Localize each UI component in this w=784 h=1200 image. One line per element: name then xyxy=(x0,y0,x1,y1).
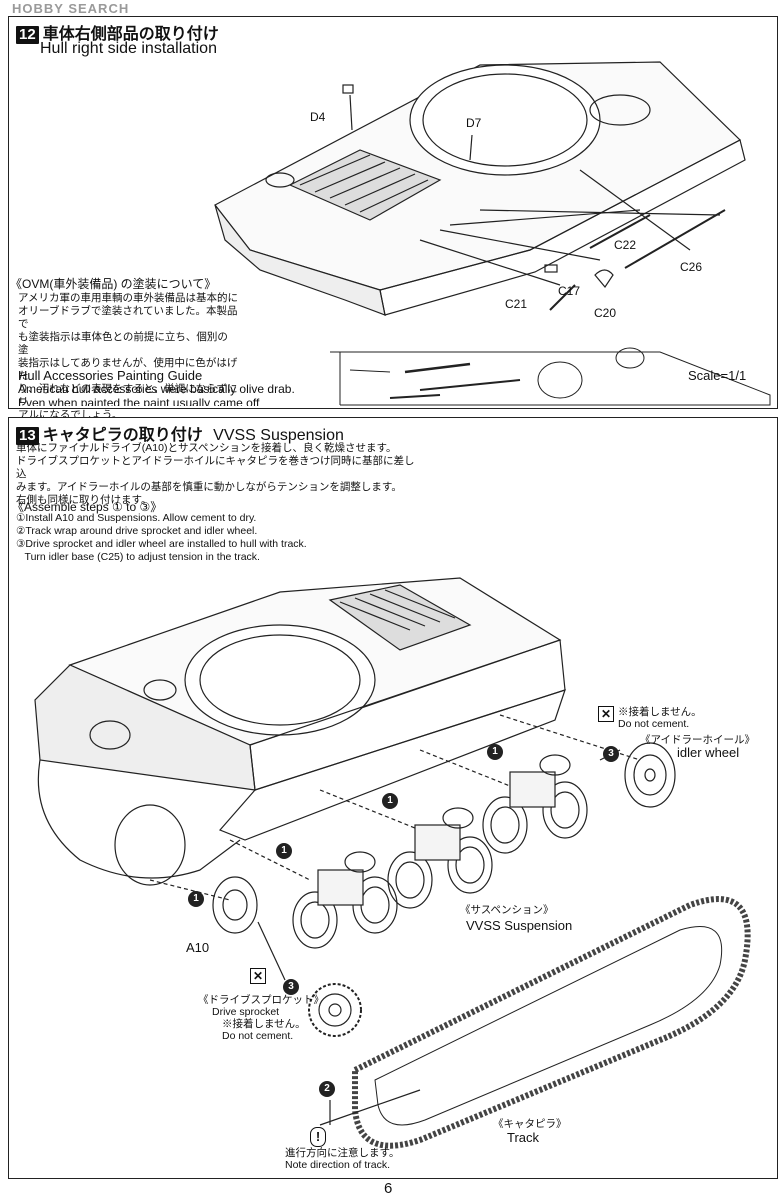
no-cement-icon: ✕ xyxy=(598,706,614,722)
sprocket-no-cement-jp: ※接着しません。 xyxy=(222,1018,306,1030)
step-marker-3: 3 xyxy=(283,979,299,995)
ovm-jp-text: アメリカ軍の車用車輌の車外装備品は基本的に オリーブドラブで塗装されていました。… xyxy=(18,292,238,422)
watermark: HOBBY SEARCH xyxy=(12,1,130,16)
step-marker-1: 1 xyxy=(276,843,292,859)
step-marker-2: 2 xyxy=(319,1081,335,1097)
track-label-en: Track xyxy=(507,1130,540,1145)
idler-label-jp: 《アイドラーホイール》 xyxy=(640,734,755,746)
ovm-heading: 《OVM(車外装備品) の塗装について》 xyxy=(10,277,217,291)
step12-title-en: Hull right side installation xyxy=(40,40,217,57)
steps-en: ①Install A10 and Suspensions. Allow ceme… xyxy=(16,512,416,564)
track-label-jp: 《キャタピラ》 xyxy=(493,1118,567,1130)
vvss-label-jp: 《サスペンション》 xyxy=(460,904,554,916)
ovm-jp-line: も塗装指示は車体色との前提に立ち、個別の塗 xyxy=(18,331,228,356)
idler-no-cement-jp: ※接着しません。 xyxy=(618,706,702,718)
ovm-jp-line: 装指示はしてありませんが、使用中に色がはげた xyxy=(18,357,238,382)
guide-title: Hull Accessories Painting Guide xyxy=(18,368,203,383)
step12-title-jp: 車体右側部品の取り付け xyxy=(42,26,219,43)
idler-no-cement-en: Do not cement. xyxy=(618,718,690,730)
vvss-label-en: VVSS Suspension xyxy=(466,918,573,933)
direction-note-en: Note direction of track. xyxy=(285,1159,391,1171)
part-c26: C26 xyxy=(680,260,703,274)
no-cement-icon: ✕ xyxy=(250,968,266,984)
instruction-jp-line: みます。アイドラーホイルの基部を慎重に動かしながらテンションを調整します。 xyxy=(16,481,402,493)
ovm-jp-line: オリーブドラブで塗装されていました。本製品で xyxy=(18,305,238,330)
part-c17: C17 xyxy=(558,284,581,298)
step-marker-1: 1 xyxy=(487,744,503,760)
ovm-jp-line: り、汚れなどの表現をすると、単調にならずにリ xyxy=(18,383,238,408)
step-en-line: ③Drive sprocket and idler wheel are inst… xyxy=(16,538,307,550)
part-c20: C20 xyxy=(594,306,617,320)
sprocket-no-cement-en: Do not cement. xyxy=(222,1030,294,1042)
instruction-jp-line: 車体にファイナルドライブ(A10)とサスペンションを接着し、良く乾燥させます。 xyxy=(16,442,397,454)
part-c21: C21 xyxy=(505,297,528,311)
instruction-jp-line: 右側も同様に取り付けます。 xyxy=(16,494,152,506)
instruction-jp-line: ドライブスプロケットとアイドラーホイルにキャタピラを巻きつけ同時に基部に差し込 xyxy=(16,455,415,480)
step-marker-3: 3 xyxy=(603,746,619,762)
guide-en-text: American hull accessories were basically… xyxy=(18,382,338,396)
step-en-line: ②Track wrap around drive sprocket and id… xyxy=(16,525,258,537)
step-marker-1: 1 xyxy=(188,891,204,907)
guide-en-text-more: Even when painted the paint usually came… xyxy=(18,396,338,406)
part-c22: C22 xyxy=(614,238,637,252)
final-drive-label: A10 xyxy=(186,940,210,955)
exclamation-icon: ! xyxy=(310,1127,326,1147)
step-en-line: ①Install A10 and Suspensions. Allow ceme… xyxy=(16,512,257,524)
step-en-line: Turn idler base (C25) to adjust tension … xyxy=(16,551,260,563)
sprocket-label-en: Drive sprocket xyxy=(212,1006,280,1018)
step13-title-en: VVSS Suspension xyxy=(213,427,344,444)
step13-title-jp: キャタピラの取り付け xyxy=(42,427,203,444)
page-number: 6 xyxy=(384,1180,393,1197)
hull-right-side-drawing xyxy=(214,61,771,406)
part-d4: D4 xyxy=(310,110,326,124)
ovm-jp-line: アメリカ軍の車用車輌の車外装備品は基本的に xyxy=(18,292,238,304)
part-d7: D7 xyxy=(466,116,482,130)
step13-instructions-jp: 車体にファイナルドライブ(A10)とサスペンションを接着し、良く乾燥させます。 … xyxy=(16,442,416,507)
guide-en-line: Even when painted the paint usually came… xyxy=(18,396,260,406)
sprocket-label-jp: 《ドライブスプロケット》 xyxy=(198,994,324,1006)
guide-en-line: American hull accessories were basically… xyxy=(18,382,295,396)
steps-heading: 《Assemble steps ① to ③》 xyxy=(12,500,163,514)
idler-label-en: idler wheel xyxy=(677,745,740,760)
direction-note-jp: 進行方向に注意します。 xyxy=(285,1147,400,1159)
step13-number: 13 xyxy=(16,427,39,445)
scale-label: Scale=1/1 xyxy=(688,368,747,383)
step12-number: 12 xyxy=(16,26,39,44)
step-marker-1: 1 xyxy=(382,793,398,809)
